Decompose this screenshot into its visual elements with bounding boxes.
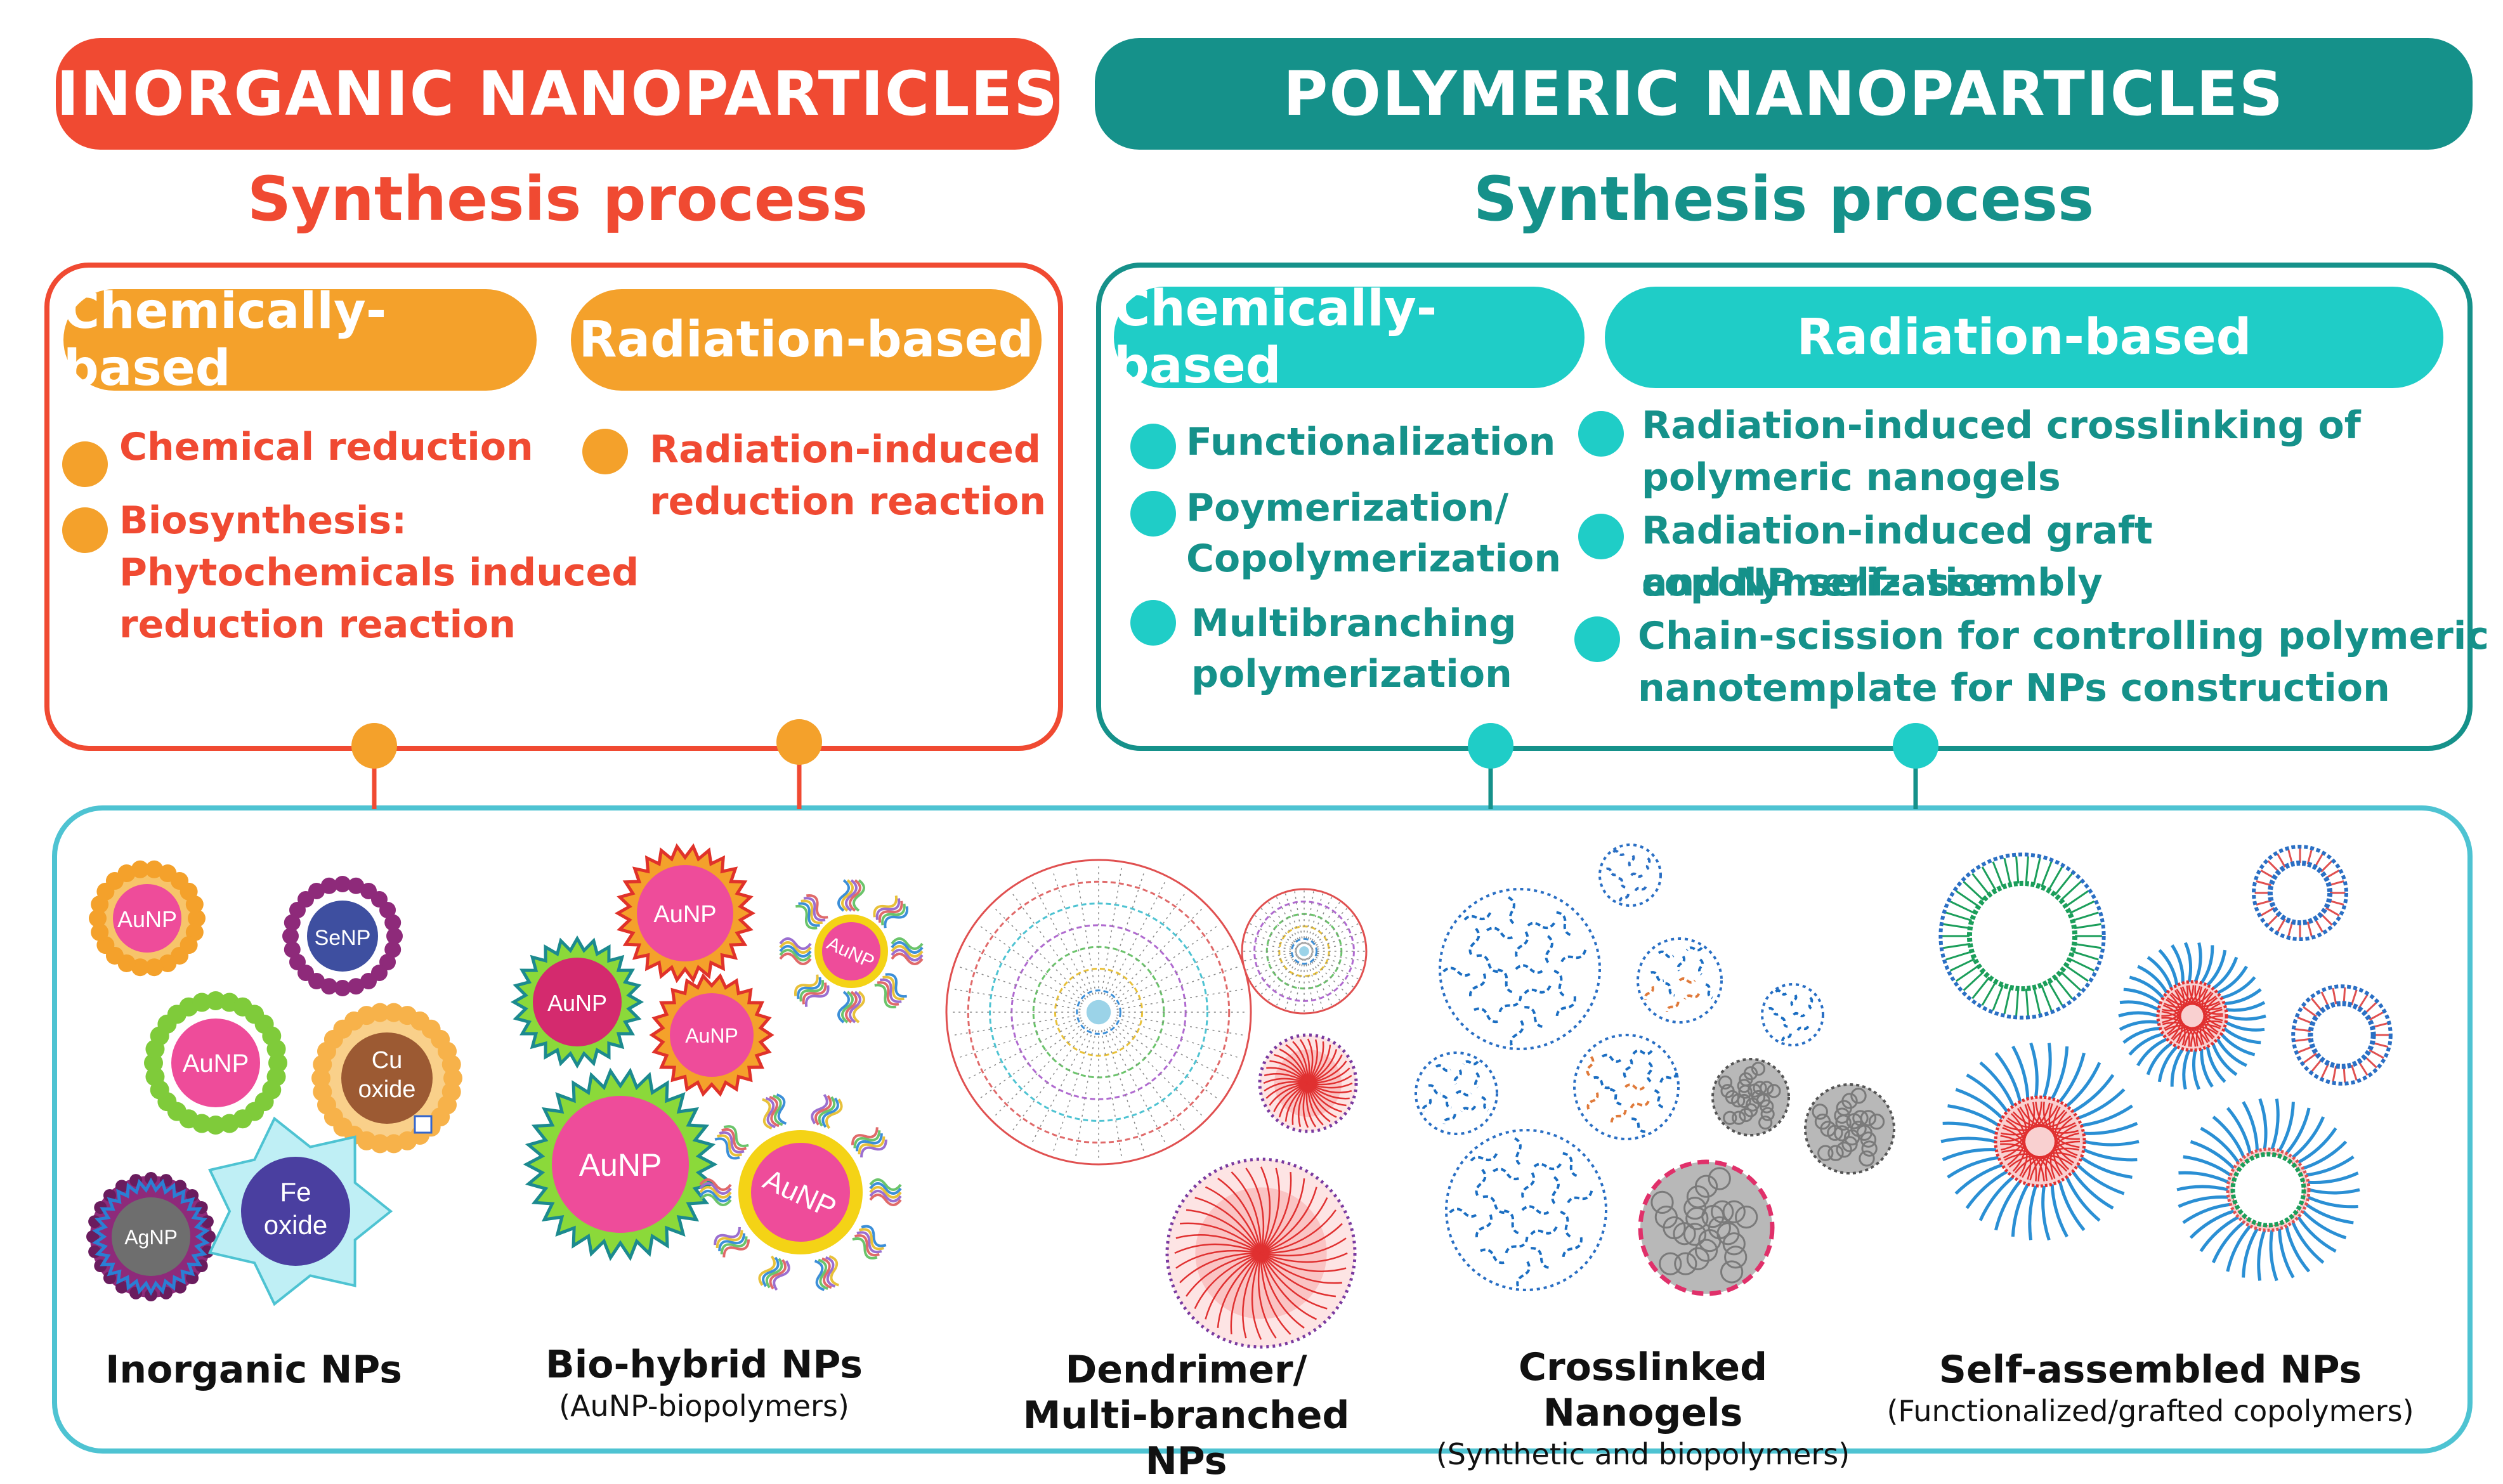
bullet-dot	[62, 507, 108, 553]
category-name: Crosslinked Nanogels	[1518, 1345, 1768, 1435]
bullet-dot	[1578, 411, 1624, 457]
category-name-line2: Multi-branched NPs	[1023, 1393, 1350, 1483]
cu-oxide-particle: Cu oxide	[311, 1003, 462, 1154]
polymeric-radiation-item: Radiation-induced graft copolymerization	[1642, 509, 2153, 605]
polymeric-radiation-pill: Radiation-based	[1605, 287, 2443, 388]
svg-text:oxide: oxide	[264, 1210, 327, 1240]
svg-text:Fe: Fe	[280, 1177, 311, 1207]
polymeric-synthesis-heading: Synthesis process	[1473, 164, 2095, 235]
category-dendrimer: Dendrimer/ Multi-branched NPs	[977, 1347, 1395, 1484]
inorganic-chemical-pill: Chemically-based	[63, 283, 537, 397]
multibranched-np-small	[1258, 1033, 1358, 1133]
senp-particle: SeNP	[282, 876, 403, 996]
category-nanogels: Crosslinked Nanogels (Synthetic and biop…	[1421, 1344, 1865, 1473]
biohybrid-protein-particle: AuNP	[699, 1093, 902, 1291]
svg-text:AuNP: AuNP	[547, 990, 607, 1016]
svg-text:AuNP: AuNP	[685, 1024, 738, 1047]
polymeric-radiation-label: Radiation-based	[1796, 309, 2252, 366]
bullet-dot	[62, 441, 108, 487]
inorganic-chemical-item: reduction reaction	[119, 602, 516, 647]
category-name: Dendrimer/	[1065, 1348, 1307, 1392]
svg-text:AuNP: AuNP	[579, 1147, 662, 1183]
category-self-assembled: Self-assembled NPs (Functionalized/graft…	[1865, 1347, 2436, 1429]
aunp-particle: AuNP	[144, 991, 287, 1135]
biohybrid-aunp-particle: AuNP	[649, 973, 774, 1097]
polymeric-connectors	[1468, 723, 1938, 809]
agnp-particle: AgNP	[86, 1172, 216, 1301]
category-biohybrid: Bio-hybrid NPs (AuNP-biopolymers)	[520, 1342, 888, 1424]
aunp-particle: AuNP	[89, 860, 206, 977]
polymeric-chemical-item: Poymerization/	[1186, 486, 1509, 530]
polymeric-chemical-pill: Chemically-based	[1114, 280, 1585, 394]
category-name: Bio-hybrid NPs	[545, 1343, 863, 1387]
polymeric-radiation-item: polymeric nanogels	[1642, 455, 2061, 500]
svg-text:AuNP: AuNP	[183, 1050, 249, 1077]
inorganic-chemical-item: Biosynthesis:	[119, 498, 407, 543]
svg-text:AgNP: AgNP	[124, 1226, 178, 1249]
dendrimer-large	[945, 859, 1252, 1166]
inorganic-radiation-item: reduction reaction	[650, 479, 1047, 524]
svg-text:AuNP: AuNP	[117, 906, 177, 932]
polymeric-radiation-item: Radiation-induced crosslinking of	[1642, 403, 2361, 448]
svg-text:oxide: oxide	[358, 1076, 416, 1103]
polymeric-chemical-item: Copolymerization	[1186, 537, 1562, 581]
svg-text:Cu: Cu	[372, 1047, 403, 1074]
polymeric-chemical-label: Chemically-based	[1114, 280, 1437, 394]
self-assembled-nps	[1938, 845, 2393, 1282]
biohybrid-aunp-particle: AuNP	[523, 1067, 718, 1261]
dendrimer-small	[1241, 888, 1368, 1015]
bullet-dot	[1578, 514, 1624, 559]
bullet-dot	[1574, 616, 1620, 662]
fe-oxide-particle: Fe oxide	[208, 1116, 393, 1306]
biohybrid-aunp-particle: AuNP	[510, 935, 644, 1069]
category-detail: (Functionalized/grafted copolymers)	[1886, 1394, 2414, 1428]
svg-text:SeNP: SeNP	[315, 926, 371, 950]
polymeric-chemical-item: Multibranching	[1191, 601, 1517, 646]
inorganic-chemical-item: Chemical reduction	[119, 425, 533, 469]
crosslinked-nanogels	[1415, 843, 1895, 1296]
polymeric-title: POLYMERIC NANOPARTICLES	[1283, 58, 2284, 129]
category-detail: (Synthetic and biopolymers)	[1435, 1437, 1850, 1471]
category-name: Self-assembled NPs	[1938, 1348, 2362, 1392]
inorganic-chemical-item: Phytochemicals induced	[119, 550, 639, 595]
bullet-dot	[1130, 600, 1176, 646]
inorganic-title: INORGANIC NANOPARTICLES	[56, 58, 1059, 129]
category-name: Inorganic NPs	[105, 1348, 402, 1392]
polymeric-radiation-item: nanotemplate for NPs construction	[1638, 666, 2390, 710]
inorganic-banner: INORGANIC NANOPARTICLES	[56, 38, 1059, 150]
bullet-dot	[1130, 491, 1176, 537]
inorganic-connectors	[351, 719, 822, 809]
category-inorganic: Inorganic NPs	[76, 1347, 431, 1393]
inorganic-radiation-item: Radiation-induced	[650, 427, 1041, 472]
bullet-dot	[582, 429, 628, 474]
polymeric-chemical-item: polymerization	[1191, 652, 1512, 696]
polymeric-banner: POLYMERIC NANOPARTICLES	[1095, 38, 2473, 150]
multibranched-np-large	[1165, 1157, 1357, 1349]
inorganic-chemical-label: Chemically-based	[63, 283, 387, 397]
inorganic-synthesis-heading: Synthesis process	[247, 164, 868, 235]
polymeric-chemical-item: Functionalization	[1186, 420, 1556, 464]
polymeric-radiation-item: and NP self-assembly	[1642, 561, 2103, 605]
biohybrid-aunp-particle: AuNP	[614, 843, 756, 984]
inorganic-radiation-label: Radiation-based	[578, 311, 1034, 368]
bullet-dot	[1130, 424, 1176, 469]
inorganic-radiation-pill: Radiation-based	[571, 289, 1042, 391]
polymeric-radiation-item: Chain-scission for controlling polymeric	[1638, 614, 2489, 658]
biohybrid-protein-particle: AuNP	[779, 879, 924, 1024]
category-detail: (AuNP-biopolymers)	[559, 1389, 849, 1423]
svg-text:AuNP: AuNP	[653, 901, 716, 928]
